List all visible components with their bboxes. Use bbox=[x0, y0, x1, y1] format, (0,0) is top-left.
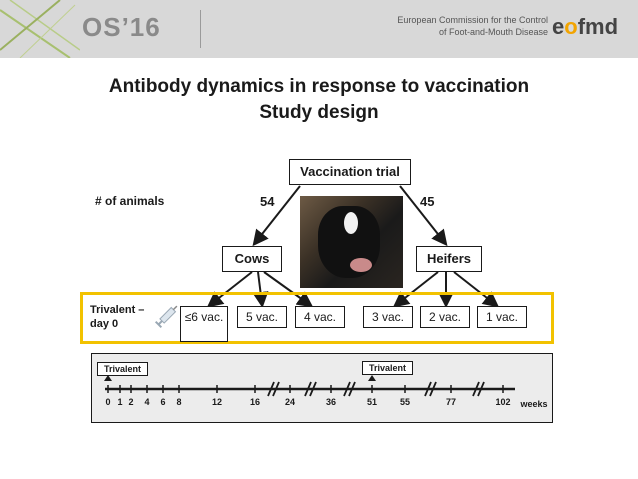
slide-subtitle: Study design bbox=[259, 102, 379, 123]
animals-count-label: # of animals bbox=[95, 194, 165, 208]
tick-label: 36 bbox=[325, 397, 337, 407]
arrow-cows-g3 bbox=[263, 271, 314, 308]
tick-label: 1 bbox=[117, 397, 123, 407]
header-divider bbox=[200, 10, 201, 48]
conference-logo: OS’16 bbox=[82, 12, 161, 42]
trivalent-day0-label: Trivalent – day 0 bbox=[90, 303, 144, 331]
tick-label: 77 bbox=[445, 397, 457, 407]
group-box-1vac: 1 vac. bbox=[477, 306, 527, 328]
tick-label: 55 bbox=[399, 397, 411, 407]
syringe-icon bbox=[154, 305, 178, 329]
trivalent-highlight-band bbox=[80, 292, 554, 344]
tick-label: 12 bbox=[211, 397, 223, 407]
trivalent-label-line2: day 0 bbox=[90, 318, 119, 330]
organization-name: European Commission for the Control of F… bbox=[392, 14, 548, 38]
tick-label: 6 bbox=[160, 397, 166, 407]
tick-label: 24 bbox=[284, 397, 296, 407]
tick-label: 51 bbox=[366, 397, 378, 407]
arrow-cows-g1 bbox=[206, 271, 253, 308]
group-box-4vac: 4 vac. bbox=[295, 306, 345, 328]
arrow-to-heifers bbox=[399, 185, 448, 247]
cows-box: Cows bbox=[222, 246, 282, 272]
arrow-heifers-g6 bbox=[453, 271, 500, 308]
arrow-to-cows bbox=[252, 185, 301, 247]
heifers-count: 45 bbox=[420, 194, 435, 209]
cow-blaze-shape bbox=[344, 212, 358, 234]
arrow-heifers-g4 bbox=[392, 271, 439, 308]
timeline-ticks bbox=[107, 385, 504, 393]
organization-name-line1: European Commission for the Control bbox=[397, 15, 548, 25]
heifers-box: Heifers bbox=[416, 246, 482, 272]
tick-label: 4 bbox=[144, 397, 150, 407]
trivalent-label-line1: Trivalent – bbox=[90, 304, 145, 316]
vaccination-trial-box: Vaccination trial bbox=[289, 159, 411, 185]
tick-label: 8 bbox=[176, 397, 182, 407]
trivalent-callout-right: Trivalent bbox=[362, 361, 414, 375]
tick-label: 0 bbox=[105, 397, 111, 407]
decorative-lines-icon bbox=[0, 0, 80, 58]
tick-label: 102 bbox=[495, 397, 511, 407]
organization-name-line2: of Foot-and-Mouth Disease bbox=[438, 27, 548, 37]
callout-pointer-right bbox=[368, 375, 376, 381]
timeline-unit-label: weeks bbox=[520, 399, 548, 409]
header-bar bbox=[0, 0, 638, 58]
callout-pointer-left bbox=[104, 375, 112, 381]
arrow-cows-g2 bbox=[252, 271, 269, 308]
cow-nose-shape bbox=[350, 258, 372, 272]
group-box-2vac: 2 vac. bbox=[420, 306, 470, 328]
cows-count: 54 bbox=[260, 194, 275, 209]
cow-photo bbox=[300, 196, 403, 288]
group-box-3vac: 3 vac. bbox=[363, 306, 413, 328]
eufmd-logo: eofmd bbox=[552, 14, 619, 39]
tick-label: 2 bbox=[128, 397, 134, 407]
axis-break-marks bbox=[267, 381, 485, 397]
group-box-5vac: 5 vac. bbox=[237, 306, 287, 328]
group-box-le6: ≤6 vac. bbox=[180, 306, 228, 342]
tick-label: 16 bbox=[249, 397, 261, 407]
slide-title: Antibody dynamics in response to vaccina… bbox=[108, 76, 530, 97]
trivalent-callout-left: Trivalent bbox=[97, 362, 149, 376]
